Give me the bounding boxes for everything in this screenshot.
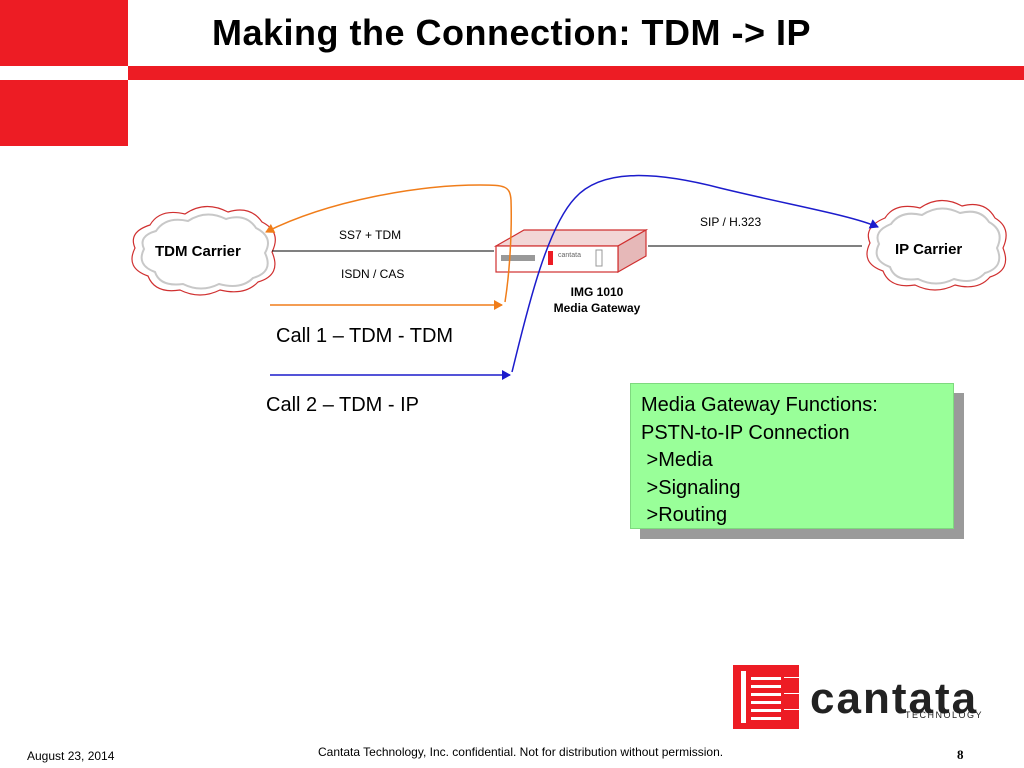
corner-decoration	[0, 0, 1024, 146]
functions-item: PSTN-to-IP Connection	[641, 421, 850, 444]
device-brand-label: cantata	[558, 252, 581, 259]
tdm-carrier-label: TDM Carrier	[155, 243, 241, 260]
isdn-label: ISDN / CAS	[341, 267, 405, 281]
ip-carrier-label: IP Carrier	[895, 241, 963, 258]
corner-block-top	[0, 0, 128, 66]
sip-label: SIP / H.323	[700, 215, 762, 229]
functions-heading: Media Gateway Functions:	[641, 394, 878, 416]
footer-date: August 23, 2014	[27, 749, 115, 763]
call1-return-path	[265, 184, 512, 303]
gateway-type: Media Gateway	[553, 301, 641, 315]
gateway-label: IMG 1010 Media Gateway	[540, 284, 654, 316]
functions-item: >Signaling	[641, 476, 741, 499]
call2-ip-path	[511, 174, 879, 373]
slide-title: Making the Connection: TDM -> IP	[212, 12, 811, 53]
ss7-label: SS7 + TDM	[339, 228, 402, 242]
functions-item: >Routing	[641, 504, 728, 526]
header-rule	[128, 66, 1024, 80]
tdm-carrier-cloud	[131, 205, 276, 296]
footer-confidential: Cantata Technology, Inc. confidential. N…	[318, 745, 724, 759]
call1-label: Call 1 – TDM - TDM	[276, 325, 454, 347]
functions-item: >Media	[641, 449, 713, 471]
cantata-logo-tagline: TECHNOLOGY	[905, 710, 984, 720]
ip-carrier-cloud	[866, 199, 1007, 291]
gateway-model: IMG 1010	[570, 285, 624, 299]
cantata-logo-word: cantata	[810, 674, 979, 723]
corner-block-bottom	[0, 80, 128, 146]
media-gateway-device	[493, 228, 649, 274]
cantata-logo-mark	[733, 665, 799, 729]
page-number: 8	[957, 747, 964, 762]
call2-label: Call 2 – TDM - IP	[266, 394, 419, 416]
functions-box: Media Gateway Functions: PSTN-to-IP Conn…	[630, 383, 954, 529]
